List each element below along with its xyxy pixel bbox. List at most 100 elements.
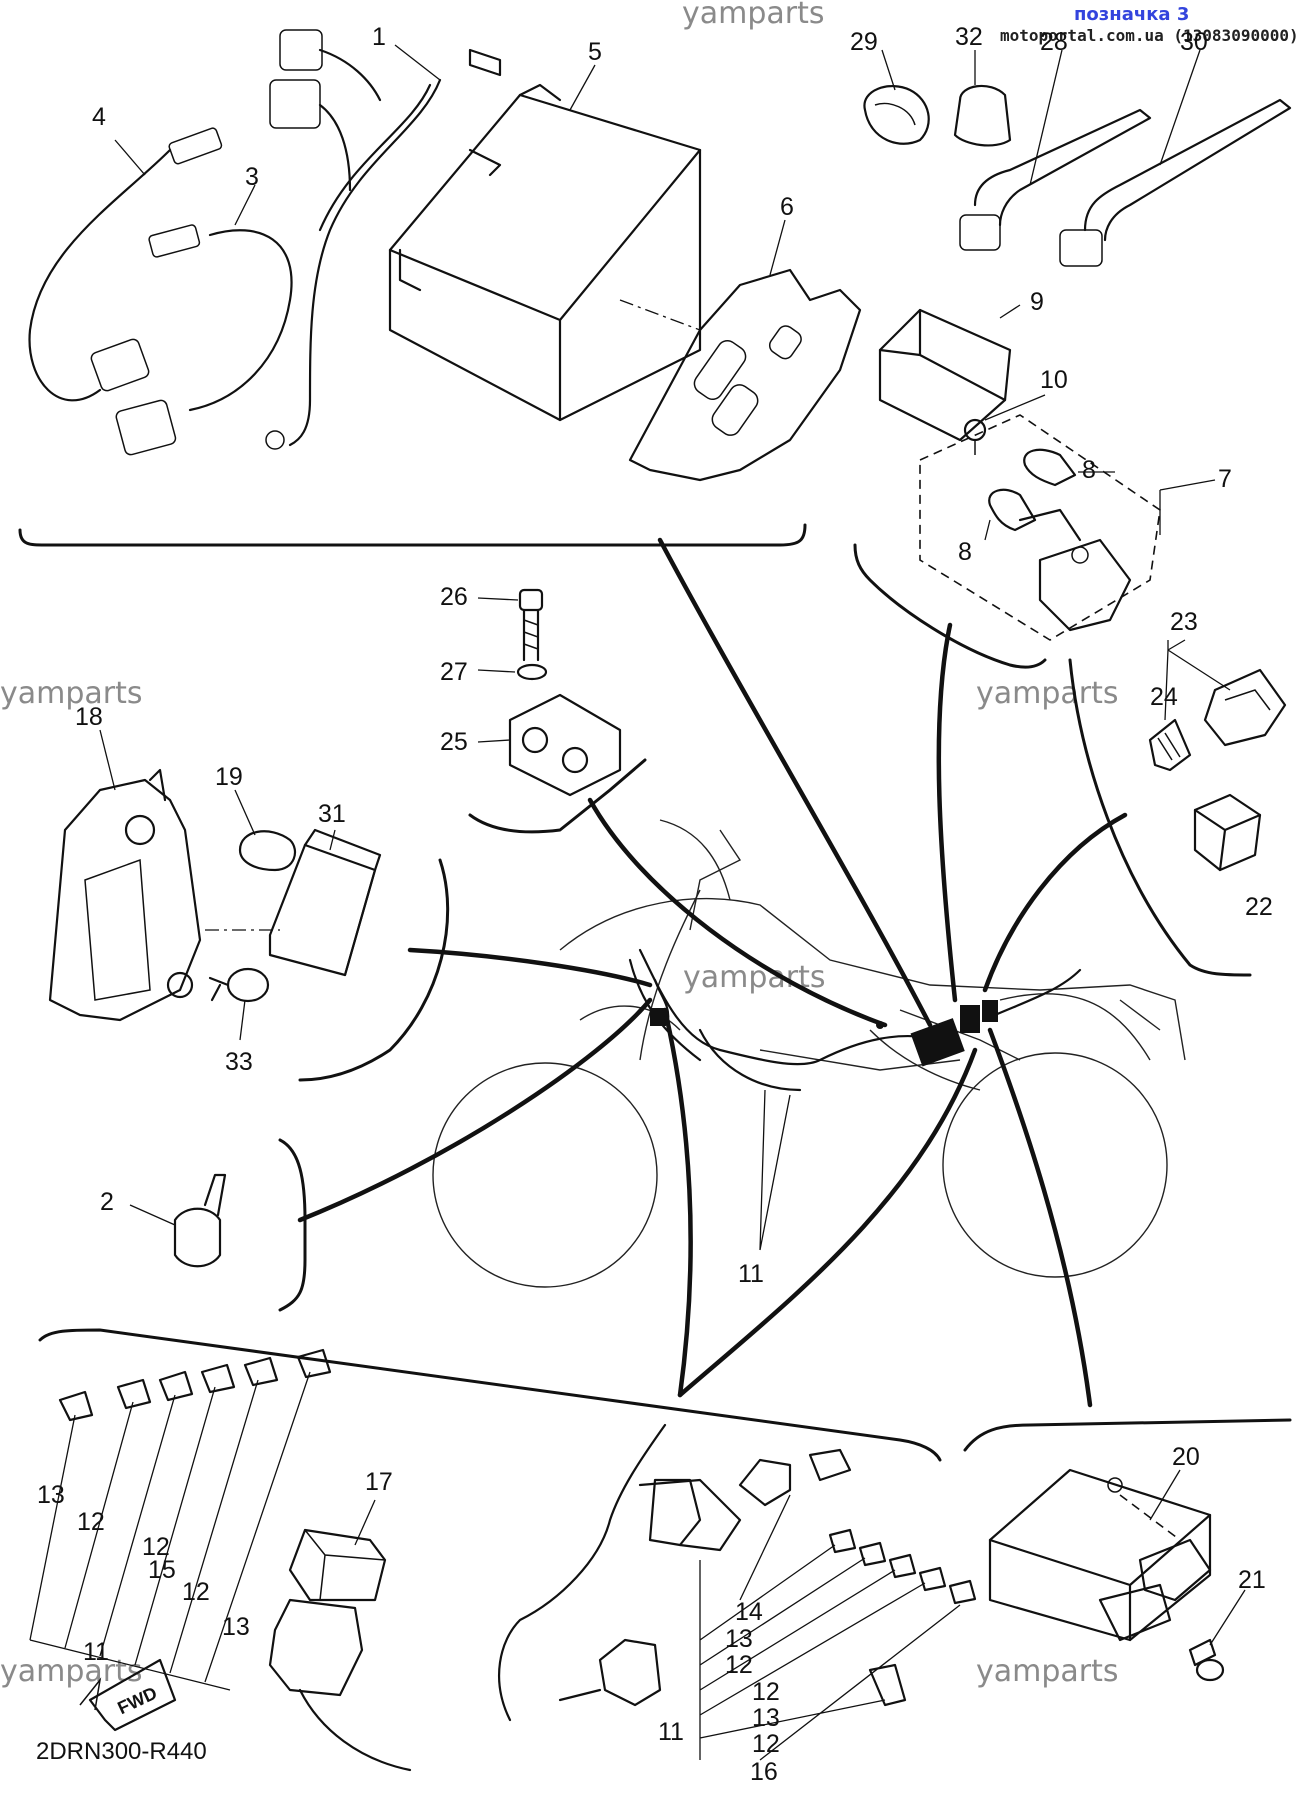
part-clamp-29 <box>863 85 930 145</box>
callout-13b: 13 <box>222 1613 250 1641</box>
part-regulator-20 <box>988 1468 1212 1642</box>
wire-harness <box>628 948 1082 1092</box>
part-bolt-26 <box>518 588 544 662</box>
part-caps-middle <box>828 1528 977 1707</box>
part-ecu-bracket-18 <box>48 768 202 1022</box>
part-relay-9 <box>878 308 1012 442</box>
callout-8a: 8 <box>1082 456 1096 484</box>
assembly-line-battery <box>619 299 701 331</box>
part-clip-19 <box>238 830 297 872</box>
part-bracket-25 <box>508 693 622 797</box>
callout-28: 28 <box>1040 28 1068 56</box>
part-sensor-lead-3 <box>115 224 293 456</box>
leader-relay <box>936 622 958 1003</box>
leader-fan-left <box>29 1371 311 1691</box>
part-clamp-32 <box>953 84 1012 147</box>
assembly-line-regulator <box>1119 1494 1181 1541</box>
brace-top-right <box>853 543 1047 669</box>
callout-29: 29 <box>850 28 878 56</box>
leader-fan-middle <box>699 1544 961 1761</box>
callout-21: 21 <box>1238 1566 1266 1594</box>
callout-17: 17 <box>365 1468 393 1496</box>
part-harness-sub <box>498 1423 852 1722</box>
part-sensor-lead-4 <box>28 127 223 402</box>
callout-33: 33 <box>225 1048 253 1076</box>
part-coupler-23 <box>1203 668 1287 747</box>
leader-bottom-2 <box>677 1047 978 1398</box>
leader-bottom-1 <box>662 1007 693 1398</box>
callout-12a: 12 <box>77 1508 105 1536</box>
callout-22: 22 <box>1245 893 1273 921</box>
callout-26: 26 <box>440 583 468 611</box>
callout-25: 25 <box>440 728 468 756</box>
callout-12e: 12 <box>752 1678 780 1706</box>
callout-12c: 12 <box>182 1578 210 1606</box>
callout-14: 14 <box>735 1598 763 1626</box>
fwd-label: FWD <box>114 1683 160 1718</box>
callout-12f: 12 <box>752 1730 780 1758</box>
callout-13c: 13 <box>725 1625 753 1653</box>
callout-30: 30 <box>1180 28 1208 56</box>
brace-ecu-bracket <box>298 858 450 1082</box>
fwd-arrow-icon: FWD <box>79 1658 177 1732</box>
part-battery-cover <box>628 268 862 482</box>
part-battery-leads <box>265 29 502 450</box>
callout-18: 18 <box>75 703 103 731</box>
part-cable-tie-28 <box>959 108 1152 251</box>
part-bolt-21 <box>1188 1638 1225 1682</box>
callout-4: 4 <box>92 103 106 131</box>
callout-32: 32 <box>955 23 983 51</box>
part-sensor-2 <box>173 1173 227 1268</box>
brace-bottom-left <box>38 1328 942 1462</box>
leader-battery <box>657 537 933 1028</box>
callout-31: 31 <box>318 800 346 828</box>
page-badge: позначка 3 <box>1074 4 1190 25</box>
diagram-code: 2DRN300-R440 <box>36 1738 207 1765</box>
brace-top-left <box>18 523 807 547</box>
callout-6: 6 <box>780 193 794 221</box>
part-coupler-22 <box>1193 793 1262 872</box>
part-cable-tie-30 <box>1059 98 1292 267</box>
callouts: 1 2 3 4 5 6 7 8 8 9 10 11 11 11 12 12 12… <box>37 23 1273 1786</box>
callout-24: 24 <box>1150 683 1178 711</box>
part-battery <box>388 83 702 422</box>
callout-1: 1 <box>372 23 386 51</box>
part-cover-8b <box>988 488 1037 532</box>
watermark-right: yamparts <box>976 676 1119 711</box>
callout-11b: 11 <box>83 1638 109 1666</box>
part-washer-27 <box>516 663 548 681</box>
callout-13a: 13 <box>37 1481 65 1509</box>
watermark-left: yamparts <box>0 676 143 711</box>
callout-11c: 11 <box>658 1718 684 1746</box>
brace-bolt <box>468 758 647 834</box>
part-coupler-17 <box>288 1528 387 1602</box>
watermark-bottom-right: yamparts <box>976 1654 1119 1689</box>
callout-11a: 11 <box>738 1260 764 1288</box>
callout-2: 2 <box>100 1188 114 1216</box>
leader-regulator <box>987 1027 1093 1408</box>
callout-9: 9 <box>1030 288 1044 316</box>
callout-19: 19 <box>215 763 243 791</box>
brace-right <box>1068 658 1252 977</box>
callout-27: 27 <box>440 658 468 686</box>
part-coupler-11-left <box>268 1598 412 1772</box>
callout-8b: 8 <box>958 538 972 566</box>
motorcycle-outline <box>432 819 1186 1288</box>
callout-23: 23 <box>1170 608 1198 636</box>
callout-13d: 13 <box>752 1704 780 1732</box>
part-coupler-24 <box>1148 718 1192 772</box>
part-cover-8a <box>1023 448 1077 487</box>
callout-3: 3 <box>245 163 259 191</box>
callout-10: 10 <box>1040 366 1068 394</box>
part-caps-row <box>58 1348 332 1422</box>
leader-connectors <box>982 812 1128 993</box>
brace-sensor <box>278 1138 307 1312</box>
leader-ecu <box>407 947 653 988</box>
callout-15: 15 <box>148 1556 176 1584</box>
brace-bottom-right <box>963 1418 1292 1452</box>
site-watermark: motoportal.com.ua (13083090000) <box>1000 26 1299 45</box>
callout-7: 7 <box>1218 465 1232 493</box>
part-bolt-10 <box>963 418 987 455</box>
callout-20: 20 <box>1172 1443 1200 1471</box>
